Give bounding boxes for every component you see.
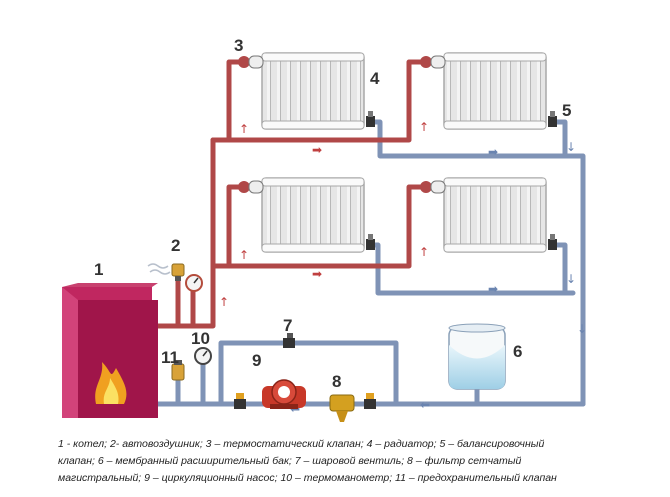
radiator	[261, 52, 365, 130]
balancing-valve	[548, 111, 557, 127]
svg-text:↑: ↑	[219, 295, 229, 309]
balancing-valve	[366, 234, 375, 250]
ball-valve	[364, 393, 376, 409]
flame-icon	[95, 362, 127, 404]
expansion-tank	[448, 323, 506, 390]
thermomanometer	[194, 347, 212, 365]
ball-valve	[283, 333, 295, 348]
label-ball-valve: 7	[283, 316, 292, 335]
label-boiler: 1	[94, 260, 103, 279]
balancing-valve	[548, 234, 557, 250]
steam-icon	[147, 263, 171, 275]
svg-text:↑: ↑	[419, 120, 429, 134]
thermostatic-valve	[238, 180, 264, 194]
label-filter: 8	[332, 372, 341, 391]
svg-text:↑: ↑	[239, 122, 249, 136]
boiler	[62, 283, 158, 418]
label-expansion-tank: 6	[513, 342, 522, 361]
circulation-pump	[262, 379, 306, 409]
svg-text:➡: ➡	[312, 143, 322, 157]
strainer-filter	[329, 394, 355, 422]
radiator	[443, 177, 547, 253]
label-thermomanometer: 10	[191, 329, 210, 348]
radiator	[261, 177, 365, 253]
svg-text:↑: ↑	[419, 245, 429, 259]
ball-valve	[234, 393, 246, 409]
label-air-vent: 2	[171, 236, 180, 255]
pressure-gauge	[185, 274, 203, 292]
air-vent	[147, 263, 185, 281]
svg-text:➡: ➡	[488, 145, 498, 159]
safety-valve	[171, 360, 185, 381]
legend-caption: 1 - котел; 2- автовоздушник; 3 – термост…	[58, 436, 658, 487]
svg-text:↑: ↑	[239, 248, 249, 262]
label-pump: 9	[252, 351, 261, 370]
label-thermo-valve: 3	[234, 36, 243, 55]
radiator	[443, 52, 547, 130]
svg-text:↓: ↓	[577, 322, 587, 336]
legend-line: 1 - котел; 2- автовоздушник; 3 – термост…	[58, 438, 545, 450]
svg-text:⬅: ⬅	[420, 398, 430, 412]
balancing-valve	[366, 111, 375, 127]
legend-line: магистральный; 9 – циркуляционный насос;…	[58, 472, 557, 484]
svg-text:↓: ↓	[566, 272, 576, 286]
labels: 1 2 3 4 5 6 7 8 9 10 11	[94, 36, 571, 391]
svg-text:➡: ➡	[488, 282, 498, 296]
label-balancing-valve: 5	[562, 101, 571, 120]
thermostatic-valve	[420, 180, 446, 194]
thermostatic-valve	[238, 55, 264, 69]
label-radiator: 4	[370, 69, 380, 88]
return-pipes	[152, 119, 586, 407]
svg-text:➡: ➡	[312, 267, 322, 281]
legend-line: клапан; 6 – мембранный расширительный ба…	[58, 455, 522, 467]
thermostatic-valve	[420, 55, 446, 69]
label-safety-valve: 11	[161, 348, 179, 367]
svg-text:↓: ↓	[566, 140, 576, 154]
